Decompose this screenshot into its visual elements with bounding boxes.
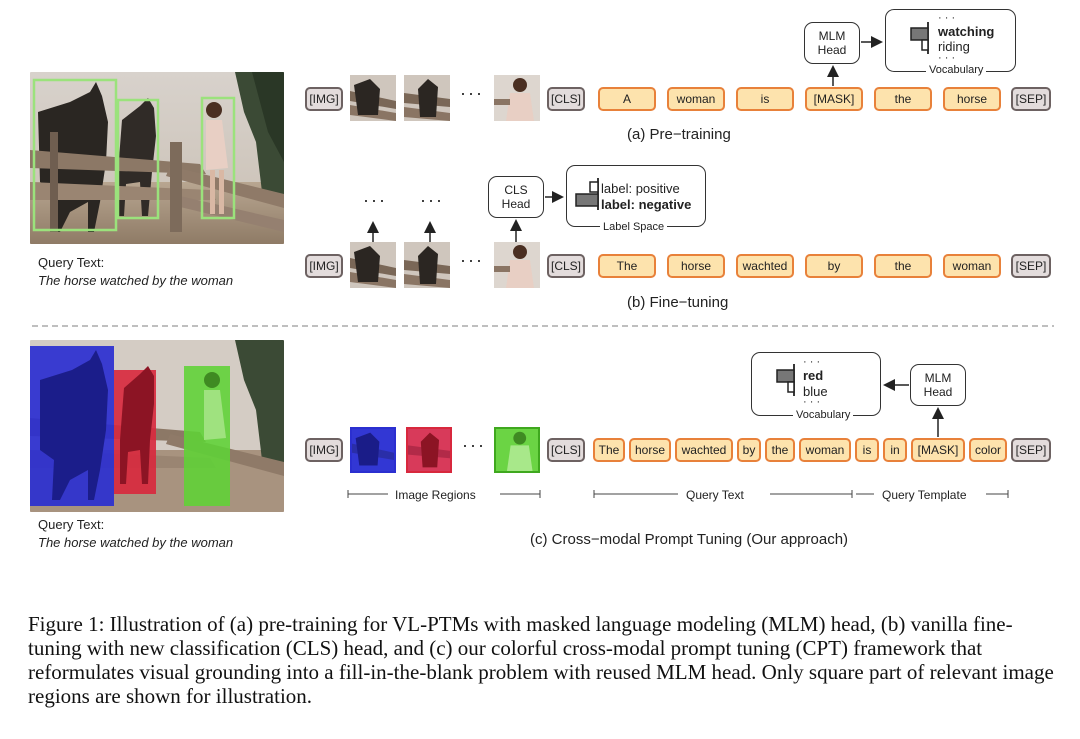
vocab-word-riding: riding bbox=[938, 39, 970, 54]
vocab-bottom-dots-c: · · · bbox=[803, 396, 821, 408]
token-sep-c: [SEP] bbox=[1011, 438, 1051, 462]
cls-head-b-label: CLS Head bbox=[501, 183, 531, 211]
figure-caption: Figure 1: Illustration of (a) pre-traini… bbox=[28, 612, 1054, 708]
token-horse-b: horse bbox=[667, 254, 725, 278]
caption-finetuning: (b) Fine−tuning bbox=[627, 294, 729, 311]
token-horse-a: horse bbox=[943, 87, 1001, 111]
bar-chart-icon-b bbox=[575, 178, 599, 210]
token-the2-c: the bbox=[765, 438, 795, 462]
label-space-label: Label Space bbox=[600, 221, 668, 233]
token-the-b: The bbox=[598, 254, 656, 278]
token-cls-b: [CLS] bbox=[547, 254, 585, 278]
ellipsis-b3: ··· bbox=[460, 250, 484, 270]
token-sep-b: [SEP] bbox=[1011, 254, 1051, 278]
token-img-c: [IMG] bbox=[305, 438, 343, 462]
image-thumb-b3 bbox=[494, 242, 540, 288]
label-negative: label: negative bbox=[601, 197, 692, 212]
section-lines bbox=[347, 490, 1009, 498]
token-by-b: by bbox=[805, 254, 863, 278]
caption-cpt: (c) Cross−modal Prompt Tuning (Our appro… bbox=[530, 531, 849, 548]
token-cls-a: [CLS] bbox=[547, 87, 585, 111]
label-query-text: Query Text bbox=[686, 488, 744, 502]
token-cls-c: [CLS] bbox=[547, 438, 585, 462]
token-sep-a: [SEP] bbox=[1011, 87, 1051, 111]
region-thumb-green bbox=[494, 427, 540, 473]
token-wachted-c: wachted bbox=[675, 438, 733, 462]
ellipsis-a: ··· bbox=[460, 83, 484, 103]
token-wachted-b: wachted bbox=[736, 254, 794, 278]
query-sentence-bottom: The horse watched by the woman bbox=[38, 535, 234, 550]
vocab-top-dots-c: · · · bbox=[803, 356, 821, 368]
vocabulary-label-a: Vocabulary bbox=[926, 64, 987, 76]
token-woman-a: woman bbox=[667, 87, 725, 111]
region-thumb-blue bbox=[350, 427, 396, 473]
vocabulary-box-c bbox=[751, 352, 881, 416]
ellipsis-b1: ··· bbox=[363, 190, 387, 210]
region-thumb-red bbox=[406, 427, 452, 473]
token-horse-c: horse bbox=[629, 438, 671, 462]
vocab-word-blue: blue bbox=[803, 384, 828, 399]
image-thumb-b2 bbox=[404, 242, 450, 288]
vocab-word-watching: watching bbox=[938, 24, 995, 39]
label-image-regions: Image Regions bbox=[395, 488, 476, 502]
bar-chart-icon-c bbox=[776, 364, 795, 396]
label-positive: label: positive bbox=[601, 181, 680, 196]
query-photo-bottom bbox=[30, 340, 284, 512]
ellipsis-b2: ··· bbox=[420, 190, 444, 210]
caption-pretraining: (a) Pre−training bbox=[627, 126, 731, 143]
token-the-c: The bbox=[593, 438, 625, 462]
image-thumb-a2 bbox=[404, 75, 450, 121]
token-img-b: [IMG] bbox=[305, 254, 343, 278]
image-thumb-b1 bbox=[350, 242, 396, 288]
label-query-template: Query Template bbox=[882, 488, 967, 502]
mlm-head-a-label: MLM Head bbox=[817, 29, 847, 57]
arrows-layer bbox=[367, 36, 944, 437]
image-thumb-a3 bbox=[494, 75, 540, 121]
section-divider bbox=[32, 325, 1054, 327]
cls-head-b: CLS Head bbox=[488, 176, 544, 218]
query-text-bottom: Query Text: The horse watched by the wom… bbox=[38, 516, 233, 552]
query-photo-top bbox=[30, 72, 284, 244]
token-the-a: the bbox=[874, 87, 932, 111]
token-mask-c: [MASK] bbox=[911, 438, 965, 462]
image-thumb-a1 bbox=[350, 75, 396, 121]
query-text-top: Query Text: The horse watched by the wom… bbox=[38, 254, 233, 290]
vocabulary-label-c: Vocabulary bbox=[793, 409, 854, 421]
token-a-a: A bbox=[598, 87, 656, 111]
token-is-c: is bbox=[855, 438, 879, 462]
query-label-top: Query Text: bbox=[38, 255, 105, 270]
token-woman-c: woman bbox=[799, 438, 851, 462]
ellipsis-c: ··· bbox=[462, 435, 486, 455]
token-color-c: color bbox=[969, 438, 1007, 462]
query-sentence-top: The horse watched by the woman bbox=[38, 273, 234, 288]
bar-chart-icon-a bbox=[910, 22, 929, 54]
mlm-head-a: MLM Head bbox=[804, 22, 860, 64]
vocab-bottom-dots-a: · · · bbox=[938, 52, 956, 64]
token-the2-b: the bbox=[874, 254, 932, 278]
token-is-a: is bbox=[736, 87, 794, 111]
token-img-a: [IMG] bbox=[305, 87, 343, 111]
token-woman-b: woman bbox=[943, 254, 1001, 278]
vocab-word-red: red bbox=[803, 368, 824, 383]
token-by-c: by bbox=[737, 438, 761, 462]
token-mask-a: [MASK] bbox=[805, 87, 863, 111]
token-in-c: in bbox=[883, 438, 907, 462]
query-label-bottom: Query Text: bbox=[38, 517, 105, 532]
mlm-head-c-label: MLM Head bbox=[923, 371, 953, 399]
vocab-top-dots-a: · · · bbox=[938, 12, 956, 24]
mlm-head-c: MLM Head bbox=[910, 364, 966, 406]
